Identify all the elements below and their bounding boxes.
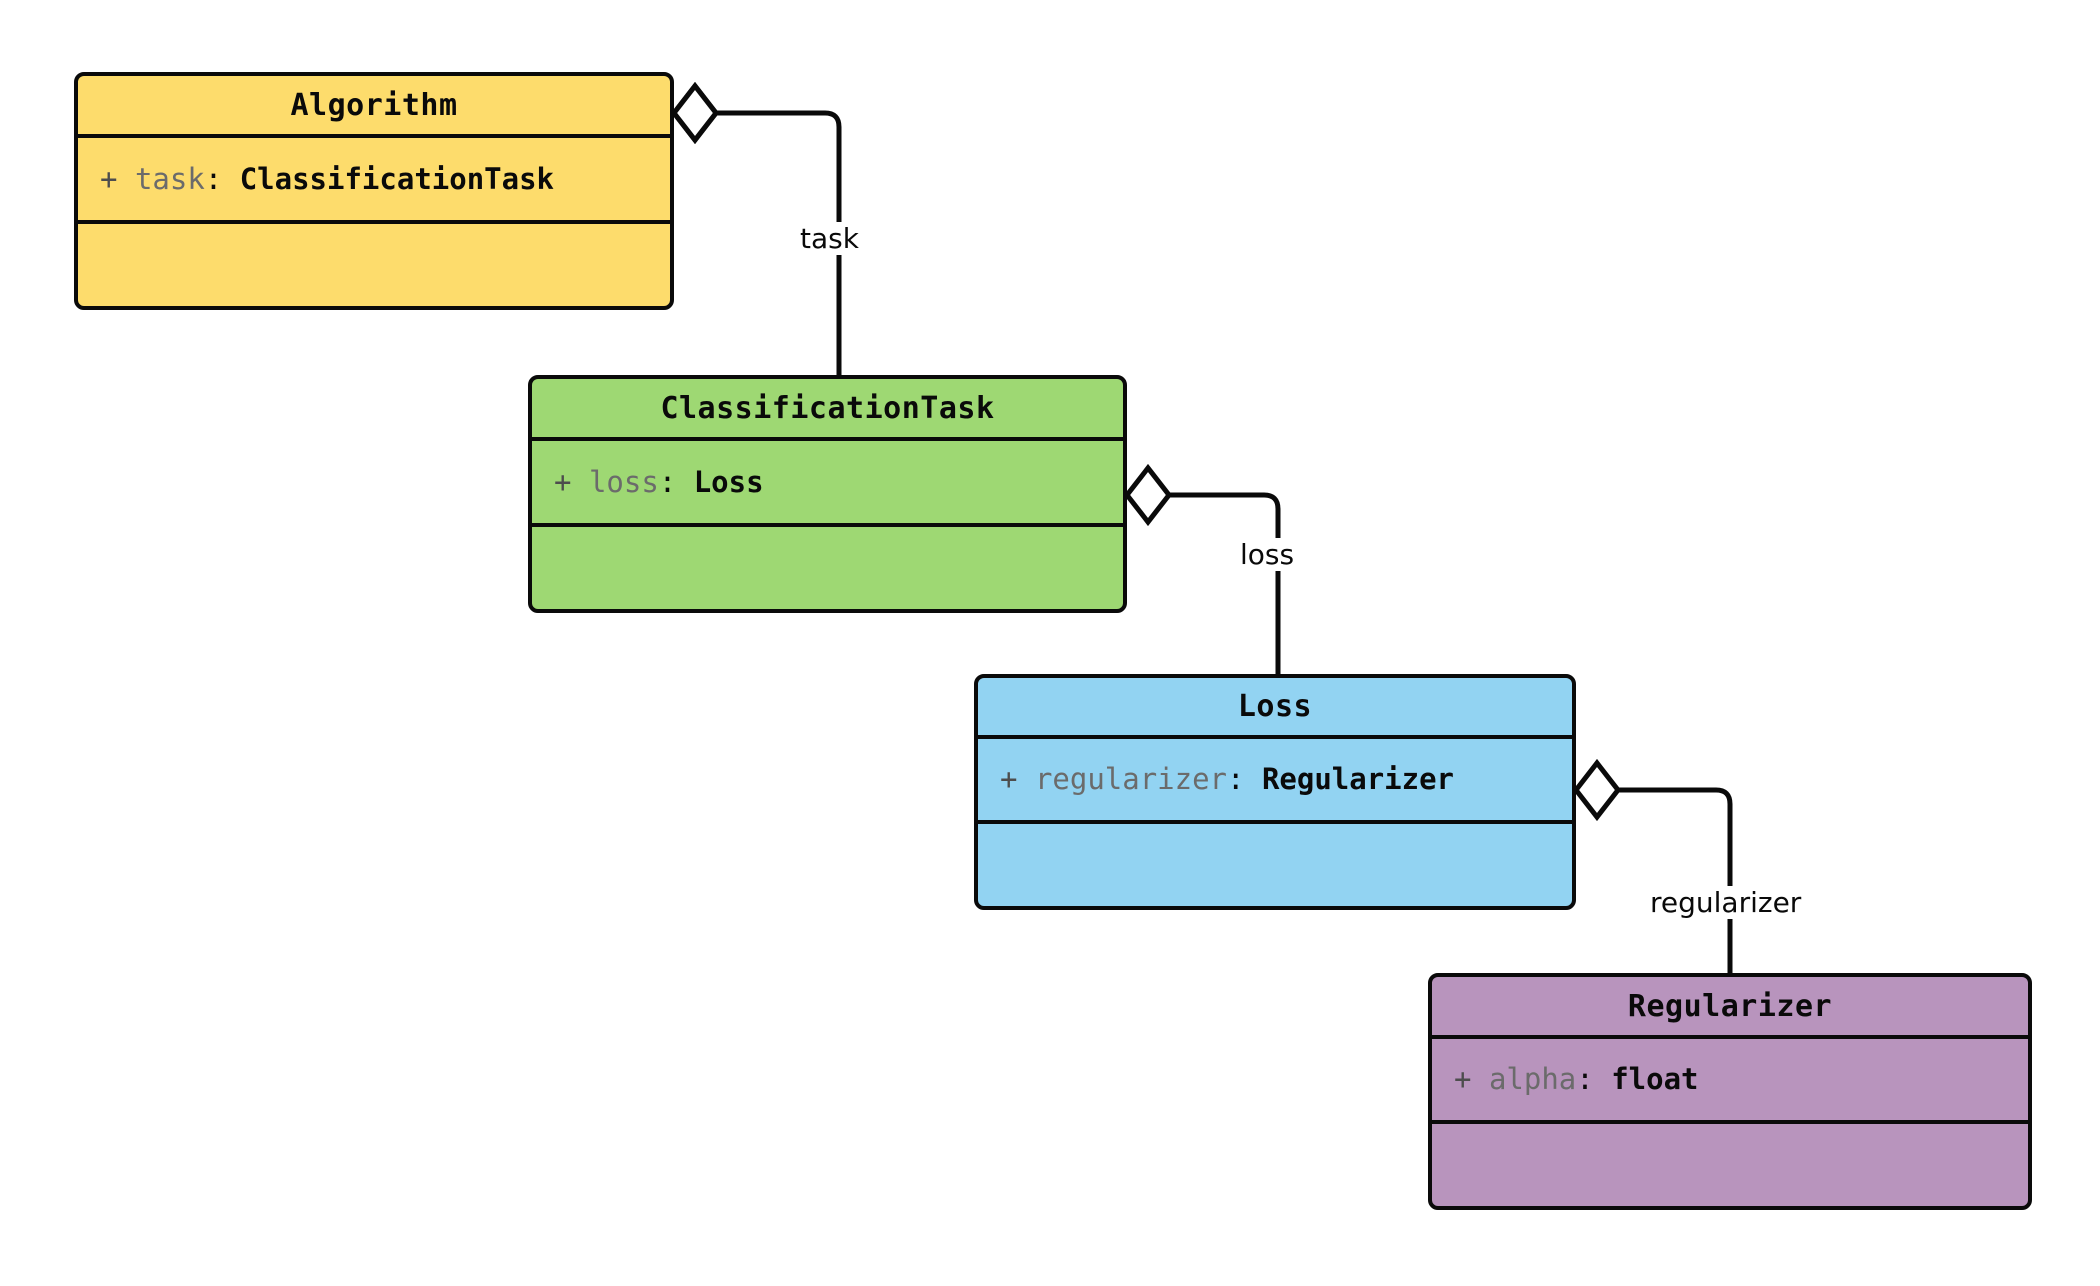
uml-attributes-classification-task: + loss: Loss (532, 441, 1123, 527)
edge-label-loss: loss (1238, 538, 1297, 571)
attribute-name: regularizer (1034, 762, 1227, 796)
uml-class-loss[interactable]: Loss + regularizer: Regularizer (974, 674, 1576, 910)
aggregation-diamond-shape (670, 81, 720, 145)
edge-label-task: task (798, 222, 861, 255)
attribute-visibility: + (554, 464, 572, 499)
uml-class-regularizer[interactable]: Regularizer + alpha: float (1428, 973, 2032, 1210)
attribute-separator: : (1576, 1062, 1594, 1096)
attribute-separator: : (204, 161, 223, 196)
uml-methods-classification-task (532, 527, 1123, 605)
attribute-visibility: + (100, 161, 118, 196)
attribute-name: task (134, 161, 205, 196)
uml-attribute-row: + task: ClassificationTask (100, 161, 554, 196)
uml-class-name-loss: Loss (978, 678, 1572, 739)
attribute-type: Loss (693, 464, 764, 499)
uml-class-name-regularizer: Regularizer (1432, 977, 2028, 1039)
uml-attributes-regularizer: + alpha: float (1432, 1039, 2028, 1124)
attribute-visibility: + (1000, 762, 1018, 796)
uml-attribute-row: + alpha: float (1454, 1065, 1699, 1094)
uml-attribute-row: + loss: Loss (554, 464, 764, 499)
uml-attributes-algorithm: + task: ClassificationTask (78, 138, 670, 224)
uml-class-name-classification-task: ClassificationTask (532, 379, 1123, 441)
aggregation-diamond-icon (670, 81, 722, 145)
attribute-separator: : (1227, 762, 1245, 796)
attribute-separator: : (658, 464, 677, 499)
uml-methods-loss (978, 824, 1572, 902)
uml-attributes-loss: + regularizer: Regularizer (978, 739, 1572, 824)
attribute-visibility: + (1454, 1062, 1472, 1096)
aggregation-diamond-shape (1572, 758, 1622, 822)
uml-class-algorithm[interactable]: Algorithm + task: ClassificationTask (74, 72, 674, 310)
attribute-name: loss (588, 464, 659, 499)
edge-label-regularizer: regularizer (1648, 886, 1804, 919)
aggregation-diamond-shape (1123, 463, 1173, 527)
attribute-name: alpha (1488, 1062, 1577, 1096)
uml-methods-algorithm (78, 224, 670, 302)
uml-class-name-algorithm: Algorithm (78, 76, 670, 138)
attribute-type: ClassificationTask (239, 161, 554, 196)
uml-methods-regularizer (1432, 1124, 2028, 1202)
attribute-type: Regularizer (1261, 762, 1454, 796)
edge-classificationtask-loss (1123, 463, 1281, 677)
uml-attribute-row: + regularizer: Regularizer (1000, 765, 1454, 794)
uml-class-classification-task[interactable]: ClassificationTask + loss: Loss (528, 375, 1127, 613)
attribute-type: float (1611, 1062, 1699, 1096)
edge-loss-regularizer (1572, 758, 1733, 976)
